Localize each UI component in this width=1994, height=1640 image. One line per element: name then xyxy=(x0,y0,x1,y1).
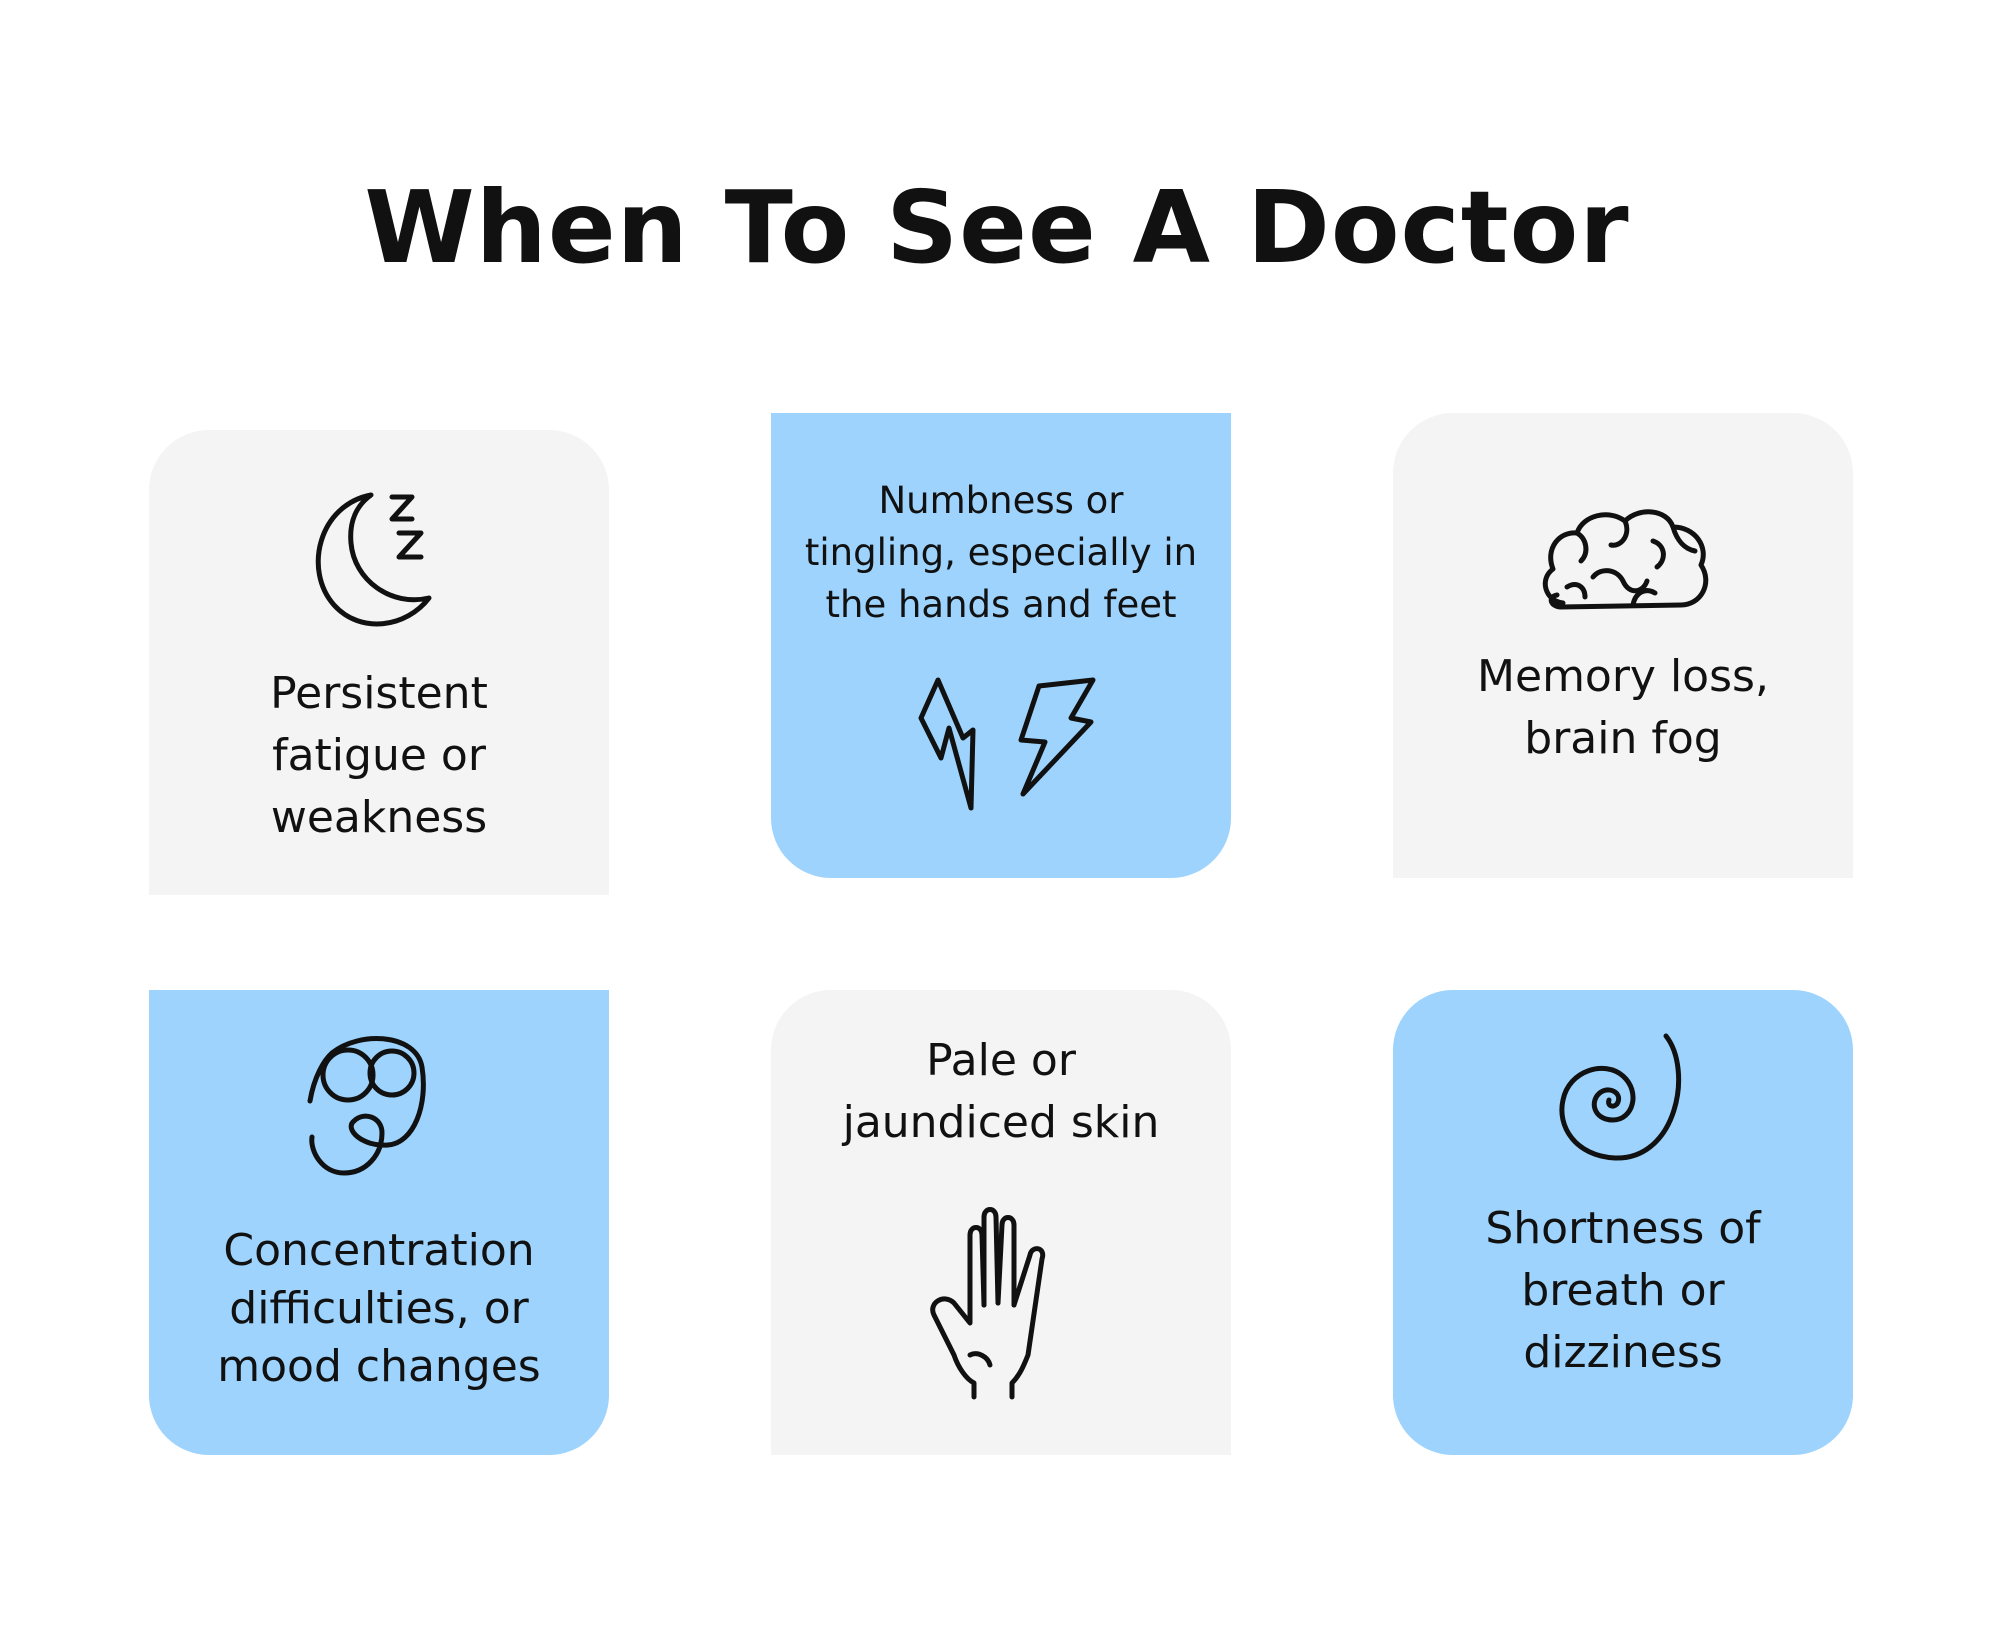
brain-icon xyxy=(1542,509,1709,610)
card-concentration: Concentration difficulties, or mood chan… xyxy=(149,990,609,1455)
label-line: Persistent xyxy=(270,668,488,719)
label-line: breath or xyxy=(1521,1265,1725,1316)
card-label: Numbness or tingling, especially in the … xyxy=(771,475,1231,631)
label-line: Concentration xyxy=(223,1225,535,1276)
label-line: difficulties, or xyxy=(229,1283,529,1334)
label-line: dizziness xyxy=(1523,1327,1723,1378)
lightning-icon xyxy=(918,677,1096,811)
label-line: jaundiced skin xyxy=(842,1097,1160,1148)
spiral-icon xyxy=(1559,1033,1682,1161)
label-line: tingling, especially in xyxy=(804,531,1198,574)
page-title: When To See A Doctor xyxy=(364,169,1630,286)
label-line: fatigue or xyxy=(272,730,486,781)
card-label: Persistent fatigue or weakness xyxy=(149,663,609,849)
label-line: Pale or xyxy=(926,1035,1076,1086)
card-breath: Shortness of breath or dizziness xyxy=(1393,990,1853,1455)
label-line: Numbness or xyxy=(878,479,1124,522)
card-label: Memory loss, brain fog xyxy=(1393,646,1853,770)
label-line: Memory loss, xyxy=(1477,651,1769,702)
moon-sleep-icon xyxy=(315,492,432,627)
card-fatigue: Persistent fatigue or weakness xyxy=(149,430,609,895)
label-line: mood changes xyxy=(217,1341,541,1392)
hand-icon xyxy=(930,1207,1046,1400)
label-line: the hands and feet xyxy=(825,583,1177,626)
label-line: weakness xyxy=(270,792,488,843)
card-pale-skin: Pale or jaundiced skin xyxy=(771,990,1231,1455)
card-label: Concentration difficulties, or mood chan… xyxy=(149,1222,609,1396)
card-numbness: Numbness or tingling, especially in the … xyxy=(771,413,1231,878)
tangle-icon xyxy=(307,1036,426,1176)
card-memory: Memory loss, brain fog xyxy=(1393,413,1853,878)
label-line: Shortness of xyxy=(1485,1203,1761,1254)
card-label: Shortness of breath or dizziness xyxy=(1393,1198,1853,1384)
label-line: brain fog xyxy=(1524,713,1722,764)
card-label: Pale or jaundiced skin xyxy=(771,1030,1231,1154)
